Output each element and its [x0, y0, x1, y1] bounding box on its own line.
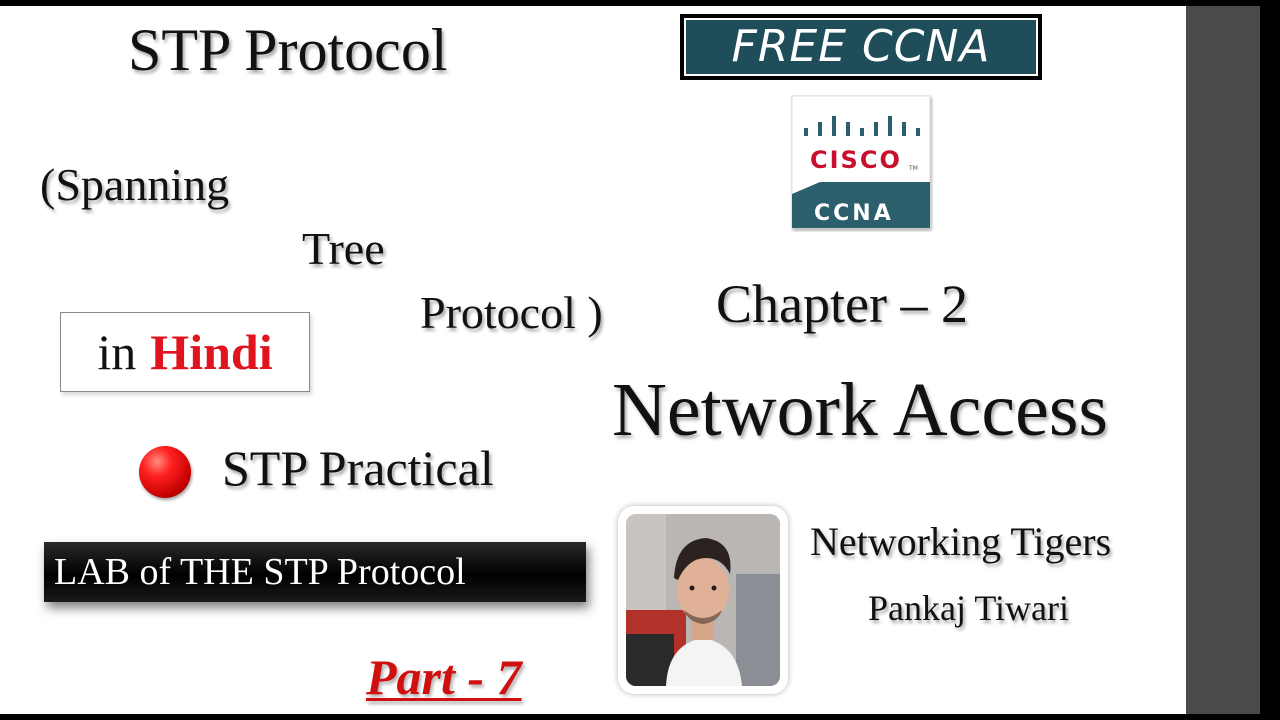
author-photo — [618, 506, 788, 694]
language-tag-prefix: in — [97, 324, 137, 380]
free-ccna-badge-text: FREE CCNA — [731, 21, 991, 72]
free-ccna-badge: FREE CCNA — [680, 14, 1042, 80]
lab-banner-label: LAB of THE STP Protocol — [54, 551, 466, 593]
chapter-title: Network Access — [612, 368, 1108, 452]
free-ccna-badge-inner: FREE CCNA — [684, 18, 1038, 76]
page-title: STP Protocol — [128, 17, 448, 83]
logo-brand-text: CISCO — [810, 146, 902, 174]
channel-name: Networking Tigers — [810, 519, 1112, 564]
author-name: Pankaj Tiwari — [868, 588, 1070, 628]
logo-trademark: TM — [908, 165, 918, 172]
cisco-logo-icon: CISCO TM CCNA — [790, 94, 934, 232]
language-tag: in Hindi — [60, 312, 310, 392]
part-label: Part - 7 — [366, 649, 522, 705]
subtitle-line-3: Protocol ) — [420, 287, 603, 338]
chapter-label: Chapter – 2 — [716, 274, 968, 334]
logo-cert-text: CCNA — [814, 201, 894, 226]
subtitle-line-1: (Spanning — [40, 159, 230, 210]
subtitle-line-2: Tree — [302, 223, 385, 274]
language-tag-highlight: Hindi — [150, 324, 273, 380]
topic-label: STP Practical — [222, 440, 494, 496]
red-bullet-icon — [139, 446, 191, 498]
author-photo-image — [626, 514, 780, 686]
lab-banner: LAB of THE STP Protocol — [44, 542, 586, 602]
right-dark-strip — [1186, 6, 1260, 714]
